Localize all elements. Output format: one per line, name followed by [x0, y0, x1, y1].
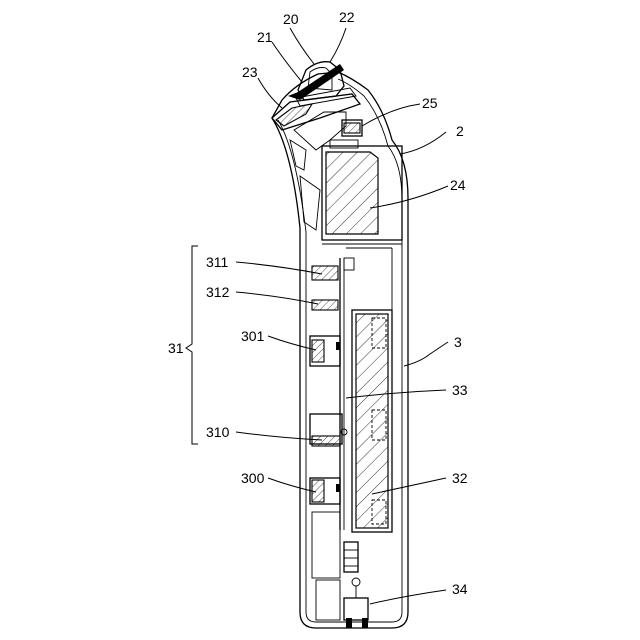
ref-24: 24	[450, 177, 466, 193]
ref-300: 300	[241, 470, 265, 486]
ref-301: 301	[241, 328, 265, 344]
ref-23: 23	[242, 64, 258, 80]
ref-311: 311	[206, 254, 229, 270]
bracket-31	[186, 246, 198, 444]
leader-lines	[236, 28, 448, 604]
ref-3: 3	[454, 334, 462, 350]
ref-32: 32	[452, 470, 468, 486]
ref-20: 20	[283, 11, 299, 27]
ref-34: 34	[452, 581, 468, 597]
ref-31: 31	[168, 340, 184, 356]
ref-21: 21	[257, 29, 273, 45]
ref-310: 310	[206, 424, 230, 440]
ref-22: 22	[339, 9, 355, 25]
body-internals	[310, 248, 392, 628]
ref-312: 312	[206, 284, 230, 300]
ref-25: 25	[422, 95, 438, 111]
ref-2: 2	[456, 123, 464, 139]
ref-33: 33	[452, 382, 468, 398]
